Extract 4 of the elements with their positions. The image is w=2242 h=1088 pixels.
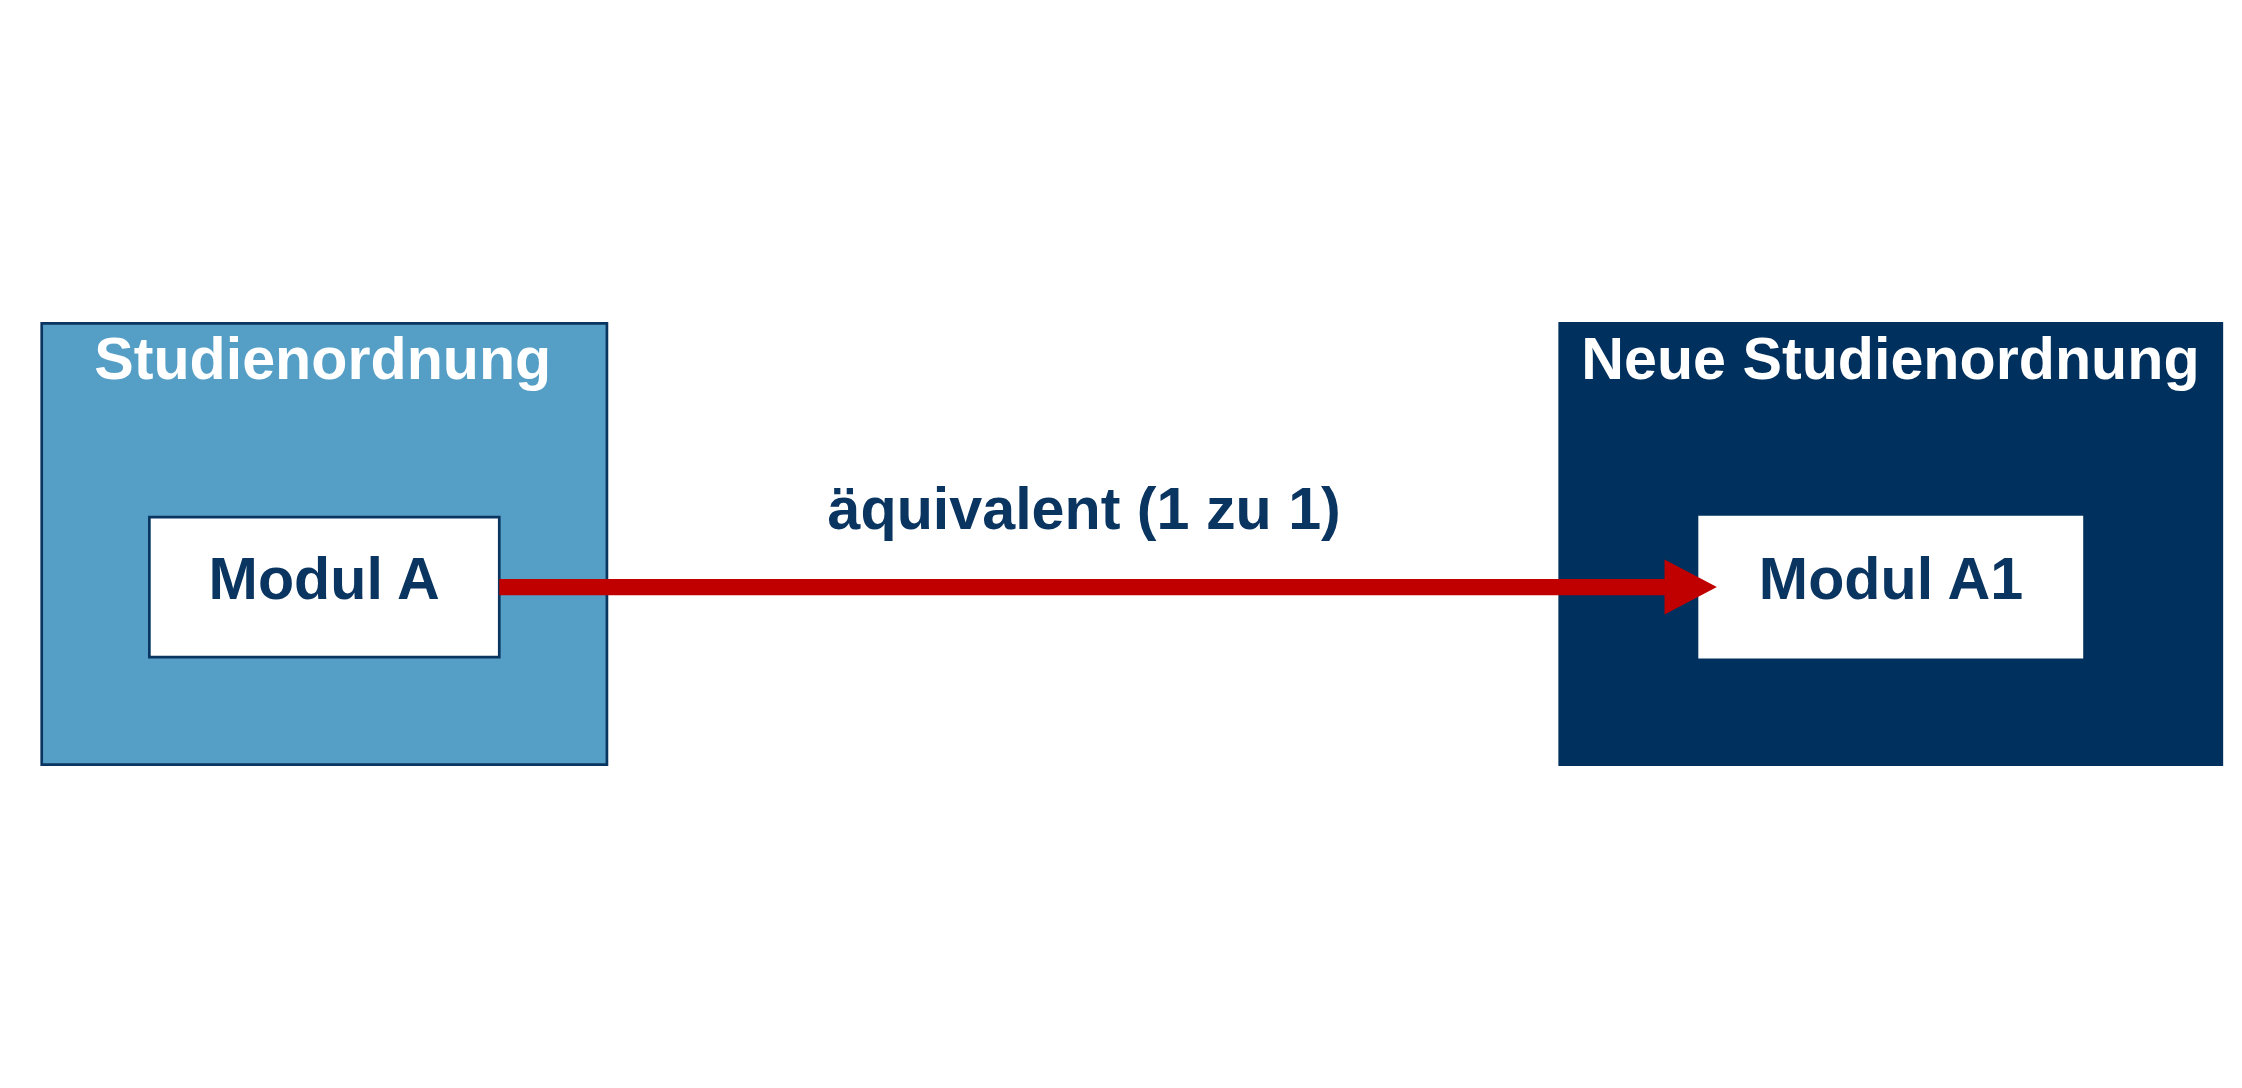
node-box: Modul A1 (1698, 515, 2084, 659)
node-box: Modul A (148, 515, 501, 659)
arrow (499, 559, 1717, 615)
edge-label: äquivalent (1 zu 1) (827, 475, 1341, 543)
